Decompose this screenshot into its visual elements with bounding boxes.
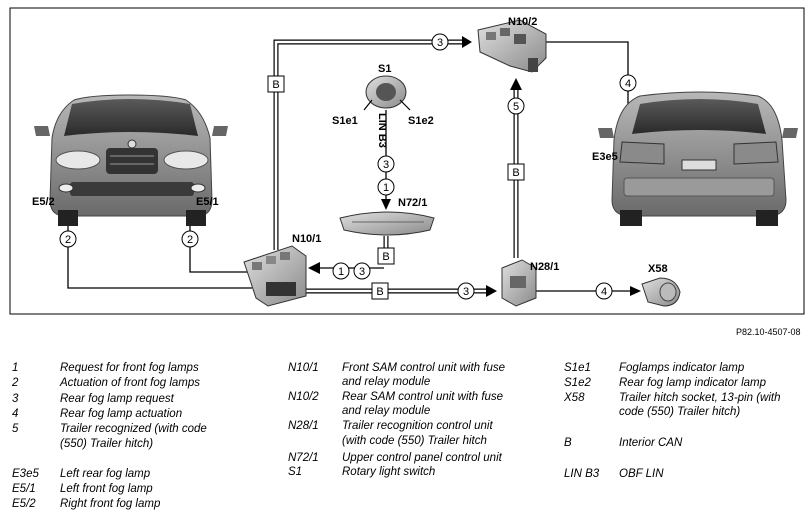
can-b-bottom: B: [371, 282, 389, 300]
can-bus-markers: B B B B: [267, 75, 525, 300]
signal-3-switch: 3: [377, 155, 395, 173]
label-n28-1: N28/1: [530, 261, 559, 273]
svg-text:3: 3: [383, 159, 389, 171]
front-car-image: [34, 94, 228, 226]
label-n10-1: N10/1: [292, 233, 321, 245]
can-b-right: B: [507, 163, 525, 181]
n28-1-unit-image: [501, 259, 537, 307]
wiring-diagram: 3 4 5 3 1 1 3 3: [9, 7, 805, 315]
n10-2-unit-image: [477, 19, 547, 73]
label-x58: X58: [648, 263, 668, 275]
svg-text:3: 3: [359, 266, 365, 278]
svg-text:1: 1: [338, 266, 344, 278]
svg-text:B: B: [376, 286, 383, 298]
label-lin-b3: LIN B3: [376, 113, 388, 148]
signal-1-lin: 1: [332, 262, 350, 280]
signal-5: 5: [507, 97, 525, 115]
s1-switch-image: [363, 75, 411, 111]
signal-markers: 3 4 5 3 1 1 3 3: [59, 33, 637, 300]
can-b-center: B: [377, 247, 395, 265]
x58-socket-image: [641, 277, 681, 307]
label-s1e1: S1e1: [332, 115, 358, 127]
svg-text:B: B: [272, 79, 279, 91]
label-n10-2: N10/2: [508, 16, 537, 28]
svg-text:5: 5: [513, 101, 519, 113]
svg-text:4: 4: [625, 78, 631, 90]
signal-3-bottom: 3: [457, 282, 475, 300]
svg-text:B: B: [382, 251, 389, 263]
svg-text:3: 3: [463, 286, 469, 298]
svg-text:2: 2: [187, 234, 193, 246]
signal-3-top: 3: [431, 33, 449, 51]
label-s1e2: S1e2: [408, 115, 434, 127]
signal-2-left: 2: [59, 230, 77, 248]
figure-reference: P82.10-4507-08: [736, 327, 801, 337]
n72-1-unit-image: [339, 211, 435, 236]
signal-1-switch: 1: [377, 178, 395, 196]
svg-text:3: 3: [437, 37, 443, 49]
label-n72-1: N72/1: [398, 197, 427, 209]
label-e5-1: E5/1: [196, 196, 219, 208]
can-b-left: B: [267, 75, 285, 93]
svg-text:4: 4: [601, 286, 607, 298]
n10-1-unit-image: [243, 245, 307, 307]
signal-3-lin: 3: [353, 262, 371, 280]
svg-text:B: B: [512, 167, 519, 179]
rear-car-image: [598, 91, 798, 226]
signal-4-bottom: 4: [595, 282, 613, 300]
label-s1: S1: [378, 63, 391, 75]
label-e5-2: E5/2: [32, 196, 55, 208]
svg-text:2: 2: [65, 234, 71, 246]
signal-4-top: 4: [619, 74, 637, 92]
svg-text:1: 1: [383, 182, 389, 194]
label-e3e5: E3e5: [592, 151, 618, 163]
signal-2-right: 2: [181, 230, 199, 248]
